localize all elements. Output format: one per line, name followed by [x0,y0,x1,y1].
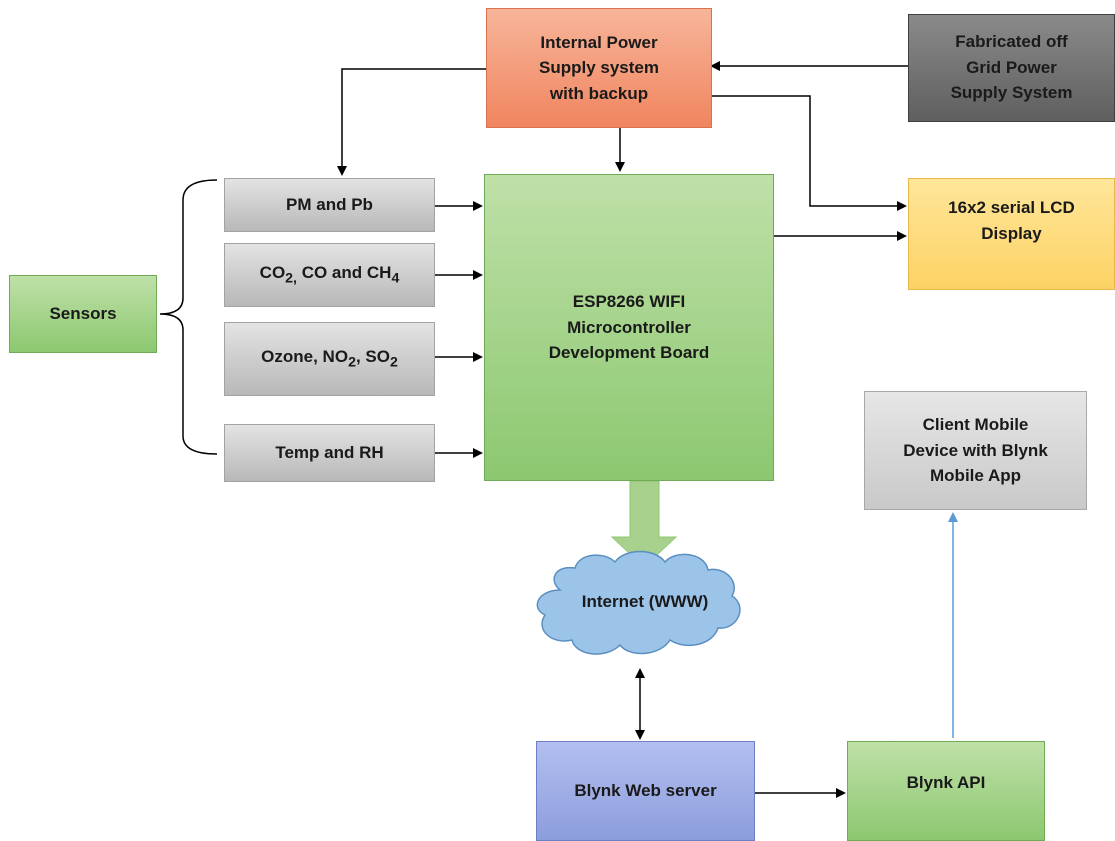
mcu-line-1: ESP8266 WIFI [572,292,686,312]
sensor-pm-box: PM and Pb [224,178,435,232]
grid-line-1: Fabricated off [955,32,1068,51]
power-line-1: Internal Power [540,32,658,52]
sensor-pm-label: PM and Pb [286,195,373,215]
internet-cloud [536,550,741,655]
arrow-power-to-sensors [337,68,486,176]
arrow-power-to-lcd [712,95,907,211]
microcontroller-box: ESP8266 WIFI Microcontroller Development… [484,174,774,481]
blynk-api-label: Blynk API [906,773,986,792]
lcd-line-2: Display [981,223,1042,243]
mcu-line-2: Microcontroller [567,317,691,337]
client-line-1: Client Mobile [922,415,1029,435]
sensors-box: Sensors [9,275,157,353]
power-line-3: with backup [549,83,649,103]
sensor-temp-box: Temp and RH [224,424,435,482]
sensor-temp-label: Temp and RH [275,443,384,463]
sensor-gas-label: CO2, CO and CH4 [259,263,400,287]
internet-label: Internet (WWW) [581,592,709,611]
mcu-line-3: Development Board [548,343,710,363]
client-line-2: Device with Blynk [903,440,1048,460]
sensor-ozone-box: Ozone, NO2, SO2 [224,322,435,396]
grid-line-3: Supply System [950,83,1073,102]
sensors-label: Sensors [49,304,117,324]
grid-power-box: Fabricated off Grid Power Supply System [908,14,1115,122]
blynk-web-server-box: Blynk Web server [536,741,755,841]
blynk-server-label: Blynk Web server [574,781,717,801]
power-line-2: Supply system [539,58,659,78]
client-line-3: Mobile App [930,466,1021,486]
fat-arrow-mcu-to-internet [610,480,678,568]
sensor-gas-box: CO2, CO and CH4 [224,243,435,307]
grid-line-2: Grid Power [966,57,1057,77]
client-mobile-box: Client Mobile Device with Blynk Mobile A… [864,391,1087,510]
lcd-line-1: 16x2 serial LCD [948,198,1075,217]
lcd-display-box: 16x2 serial LCD Display [908,178,1115,290]
internal-power-supply-box: Internal Power Supply system with backup [486,8,712,128]
blynk-api-box: Blynk API [847,741,1045,841]
sensor-ozone-label: Ozone, NO2, SO2 [261,347,398,371]
sensor-brace [159,179,218,455]
